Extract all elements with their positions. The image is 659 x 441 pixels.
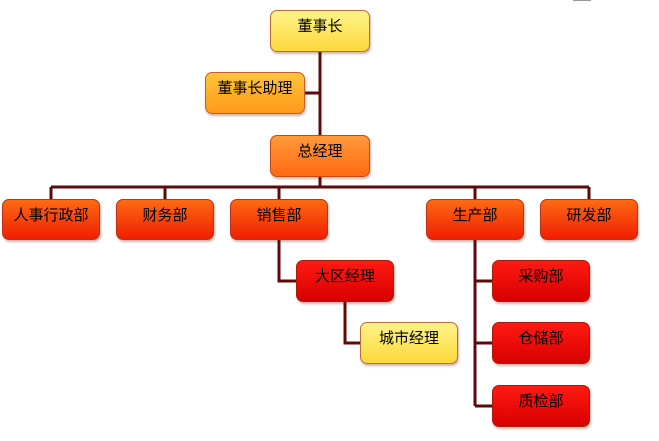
node-label: 董事长助理 xyxy=(217,79,293,97)
node-production[interactable]: 生产部 xyxy=(426,199,524,240)
node-finance[interactable]: 财务部 xyxy=(116,199,214,240)
node-general-manager[interactable]: 总经理 xyxy=(270,135,370,177)
node-regional-manager[interactable]: 大区经理 xyxy=(296,260,394,302)
node-label: 人事行政部 xyxy=(13,206,89,224)
connector-regional-city xyxy=(343,302,360,345)
corner-divider xyxy=(573,0,591,1)
connector-sales-regional xyxy=(277,240,296,283)
node-label: 财务部 xyxy=(142,206,188,224)
node-purchasing[interactable]: 采购部 xyxy=(492,260,590,302)
node-label: 研发部 xyxy=(566,206,612,224)
node-rnd[interactable]: 研发部 xyxy=(540,199,638,240)
node-label: 董事长 xyxy=(297,17,343,35)
node-label: 总经理 xyxy=(297,142,343,160)
node-label: 采购部 xyxy=(518,267,564,285)
node-label: 生产部 xyxy=(452,206,498,224)
node-label: 仓储部 xyxy=(518,329,564,347)
node-label: 销售部 xyxy=(256,206,302,224)
node-quality[interactable]: 质检部 xyxy=(492,385,590,427)
node-label: 大区经理 xyxy=(314,267,375,285)
node-chairman[interactable]: 董事长 xyxy=(270,10,370,52)
node-sales[interactable]: 销售部 xyxy=(230,199,328,240)
node-warehouse[interactable]: 仓储部 xyxy=(492,322,590,364)
node-label: 质检部 xyxy=(518,392,564,410)
node-city-manager[interactable]: 城市经理 xyxy=(360,322,458,364)
node-chairman-assistant[interactable]: 董事长助理 xyxy=(205,72,305,114)
node-label: 城市经理 xyxy=(378,329,439,347)
node-hr-admin[interactable]: 人事行政部 xyxy=(2,199,100,240)
